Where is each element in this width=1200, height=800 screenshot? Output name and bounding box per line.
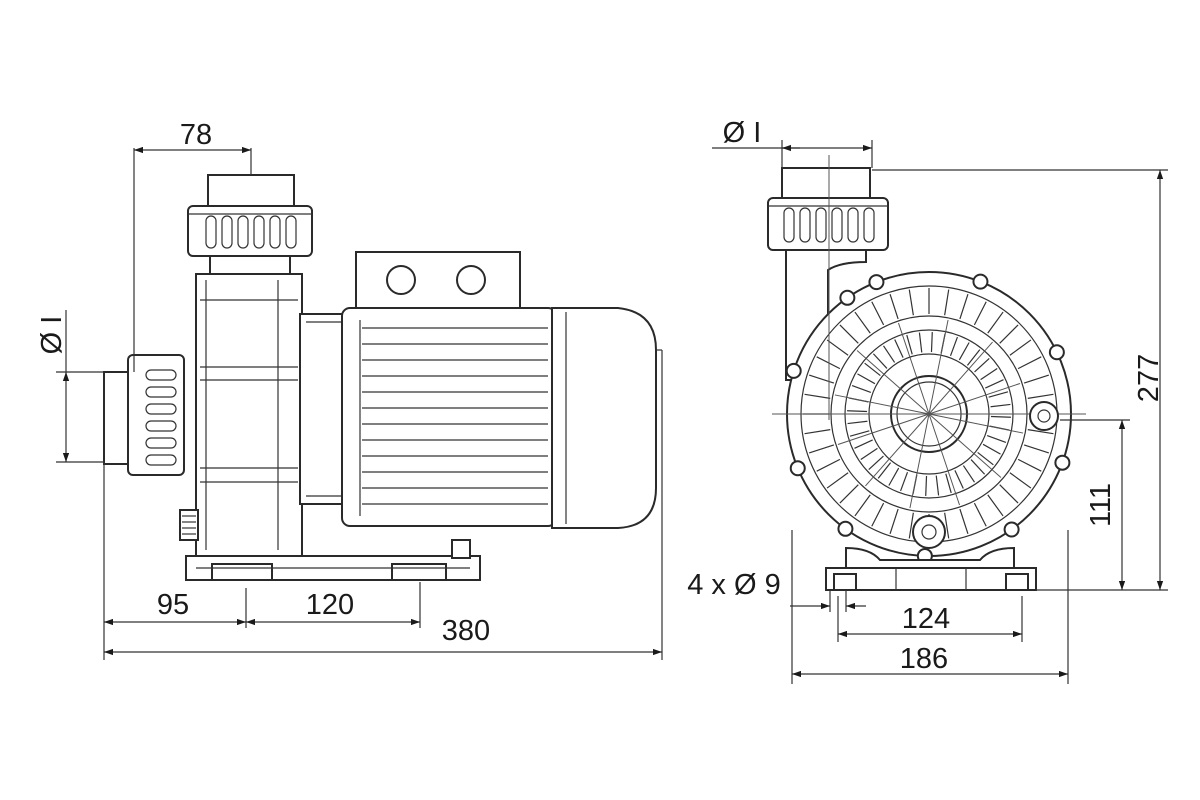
outlet-union-nut xyxy=(767,197,889,251)
front-dimensions: Ø I 277 111 4 x Ø 9 124 1 xyxy=(687,117,1168,684)
dim-label-78: 78 xyxy=(180,119,212,151)
volute-bolt xyxy=(839,289,856,306)
motor-body xyxy=(341,307,557,527)
dim-label-outlet-diameter: Ø I xyxy=(723,117,762,149)
volute-bolt xyxy=(1054,454,1071,471)
dim-label-inlet-diameter: Ø I xyxy=(36,316,68,355)
terminal-box xyxy=(355,251,521,317)
side-view: 78 Ø I 95 120 380 xyxy=(36,119,663,660)
base-plate xyxy=(185,539,481,581)
front-view: Ø I 277 111 4 x Ø 9 124 1 xyxy=(687,117,1168,684)
dim-label-277: 277 xyxy=(1133,354,1165,402)
discharge-pipe-stub xyxy=(207,174,295,210)
dim-label-186: 186 xyxy=(900,643,948,675)
dim-label-95: 95 xyxy=(157,589,189,621)
inlet-union-nut xyxy=(127,354,185,476)
fan-cover xyxy=(551,307,663,529)
dim-label-120: 120 xyxy=(306,589,354,621)
dim-label-111: 111 xyxy=(1085,483,1117,527)
drain-plug xyxy=(179,509,199,541)
volute-bolt xyxy=(1003,521,1020,538)
dim-label-holes: 4 x Ø 9 xyxy=(687,569,781,601)
volute-bolt xyxy=(789,460,806,477)
volute-bolt xyxy=(785,362,802,379)
outlet-pipe-stub xyxy=(781,167,871,203)
dim-label-380: 380 xyxy=(442,615,490,647)
volute-bolt xyxy=(972,273,989,290)
side-dimensions: 78 Ø I 95 120 380 xyxy=(36,119,663,660)
dim-label-124: 124 xyxy=(902,603,950,635)
front-base xyxy=(825,546,1037,591)
pump-housing xyxy=(195,273,303,557)
volute-bolt xyxy=(1048,344,1065,361)
volute-bolt xyxy=(837,520,854,537)
top-union-nut xyxy=(187,205,313,257)
volute-bolt xyxy=(868,274,885,291)
